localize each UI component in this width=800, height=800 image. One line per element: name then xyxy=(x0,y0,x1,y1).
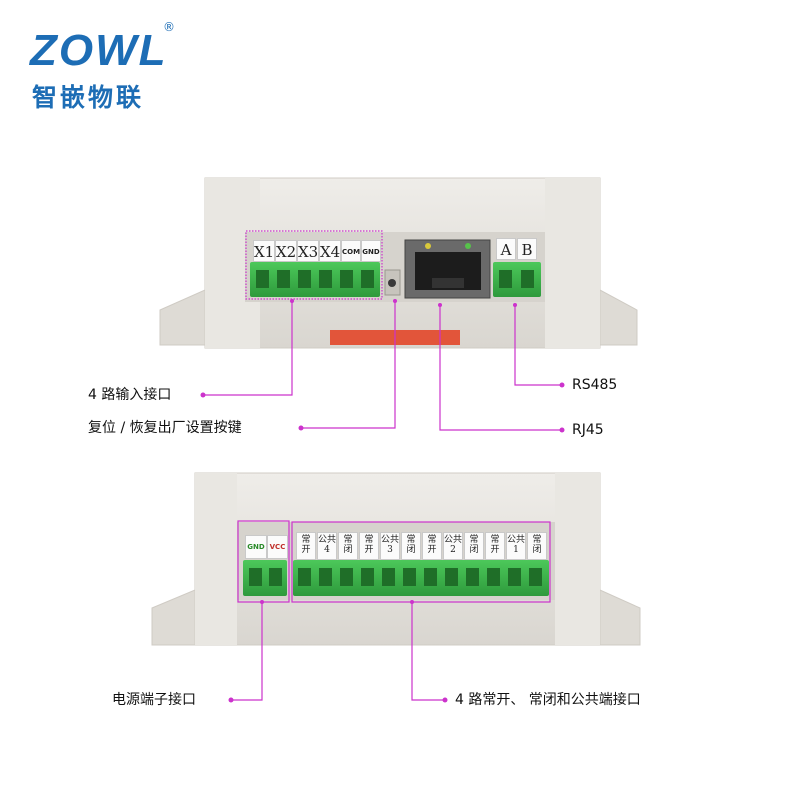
relay-terminal-label: 常闭 xyxy=(464,532,484,560)
annotation-dots xyxy=(200,299,565,703)
input-label-x2: X2 xyxy=(275,240,297,262)
relay-terminal-label-line: 3 xyxy=(387,545,393,555)
relay-terminal-label-line: 闭 xyxy=(343,545,353,555)
relay-terminal-label: 常闭 xyxy=(527,532,547,560)
relay-terminal-label-line: 2 xyxy=(450,545,456,555)
power-label-vcc: VCC xyxy=(267,535,288,559)
registered-mark: ® xyxy=(163,20,175,34)
relay-terminal-label-line: 常 xyxy=(343,535,353,545)
input-label-x3: X3 xyxy=(297,240,319,262)
relay-terminal-label-line: 1 xyxy=(513,545,519,555)
callout-rj45: RJ45 xyxy=(572,422,604,438)
relay-terminal-label: 常开 xyxy=(422,532,442,560)
relay-terminal-label-line: 公共 xyxy=(507,535,526,545)
relay-terminal-label-line: 4 xyxy=(324,545,330,555)
input-terminal-block xyxy=(250,262,380,297)
brand-logo-subtitle: 智嵌物联 xyxy=(32,83,145,112)
relay-terminal-label-line: 闭 xyxy=(469,545,479,555)
relay-terminal-label-line: 公共 xyxy=(318,535,337,545)
callout-power: 电源端子接口 xyxy=(112,692,196,708)
input-label-com: COM xyxy=(341,240,361,262)
relay-terminal-label-line: 公共 xyxy=(444,535,463,545)
relay-terminal-label-line: 闭 xyxy=(406,545,416,555)
relay-terminal-label: 常开 xyxy=(485,532,505,560)
reset-button xyxy=(388,279,396,287)
relay-terminal-label-line: 常 xyxy=(301,535,311,545)
relay-terminal-label-line: 常 xyxy=(364,535,374,545)
callout-relays: 4 路常开、 常闭和公共端接口 xyxy=(455,692,641,708)
relay-terminal-label: 常闭 xyxy=(401,532,421,560)
relay-terminal-label-line: 开 xyxy=(427,545,437,555)
relay-terminal-label-line: 开 xyxy=(364,545,374,555)
relay-terminal-label-line: 开 xyxy=(301,545,311,555)
callout-reset: 复位 / 恢复出厂设置按键 xyxy=(88,420,242,436)
relay-terminal-block xyxy=(293,560,549,596)
relay-terminal-label-line: 闭 xyxy=(532,545,542,555)
input-label-x1: X1 xyxy=(253,240,275,262)
relay-terminal-label: 常闭 xyxy=(338,532,358,560)
relay-terminal-label-line: 常 xyxy=(532,535,542,545)
brand-logo-wordmark: ZOWL xyxy=(30,26,168,75)
rs485-label-b: B xyxy=(517,238,537,260)
callout-inputs: 4 路输入接口 xyxy=(88,387,172,403)
relay-terminal-label: 常开 xyxy=(359,532,379,560)
relay-terminal-label-line: 开 xyxy=(490,545,500,555)
rs485-label-a: A xyxy=(496,238,516,260)
callout-rs485: RS485 xyxy=(572,377,618,393)
top-device xyxy=(159,177,638,349)
annotation-lines xyxy=(203,230,562,701)
power-label-gnd: GND xyxy=(245,535,267,559)
relay-terminal-label: 常开 xyxy=(296,532,316,560)
input-label-gnd: GND xyxy=(361,240,381,262)
relay-terminal-label-line: 常 xyxy=(490,535,500,545)
relay-terminal-label-line: 常 xyxy=(427,535,437,545)
relay-terminal-label-line: 公共 xyxy=(381,535,400,545)
relay-terminal-label-line: 常 xyxy=(406,535,416,545)
input-label-x4: X4 xyxy=(319,240,341,262)
relay-terminal-label-line: 常 xyxy=(469,535,479,545)
